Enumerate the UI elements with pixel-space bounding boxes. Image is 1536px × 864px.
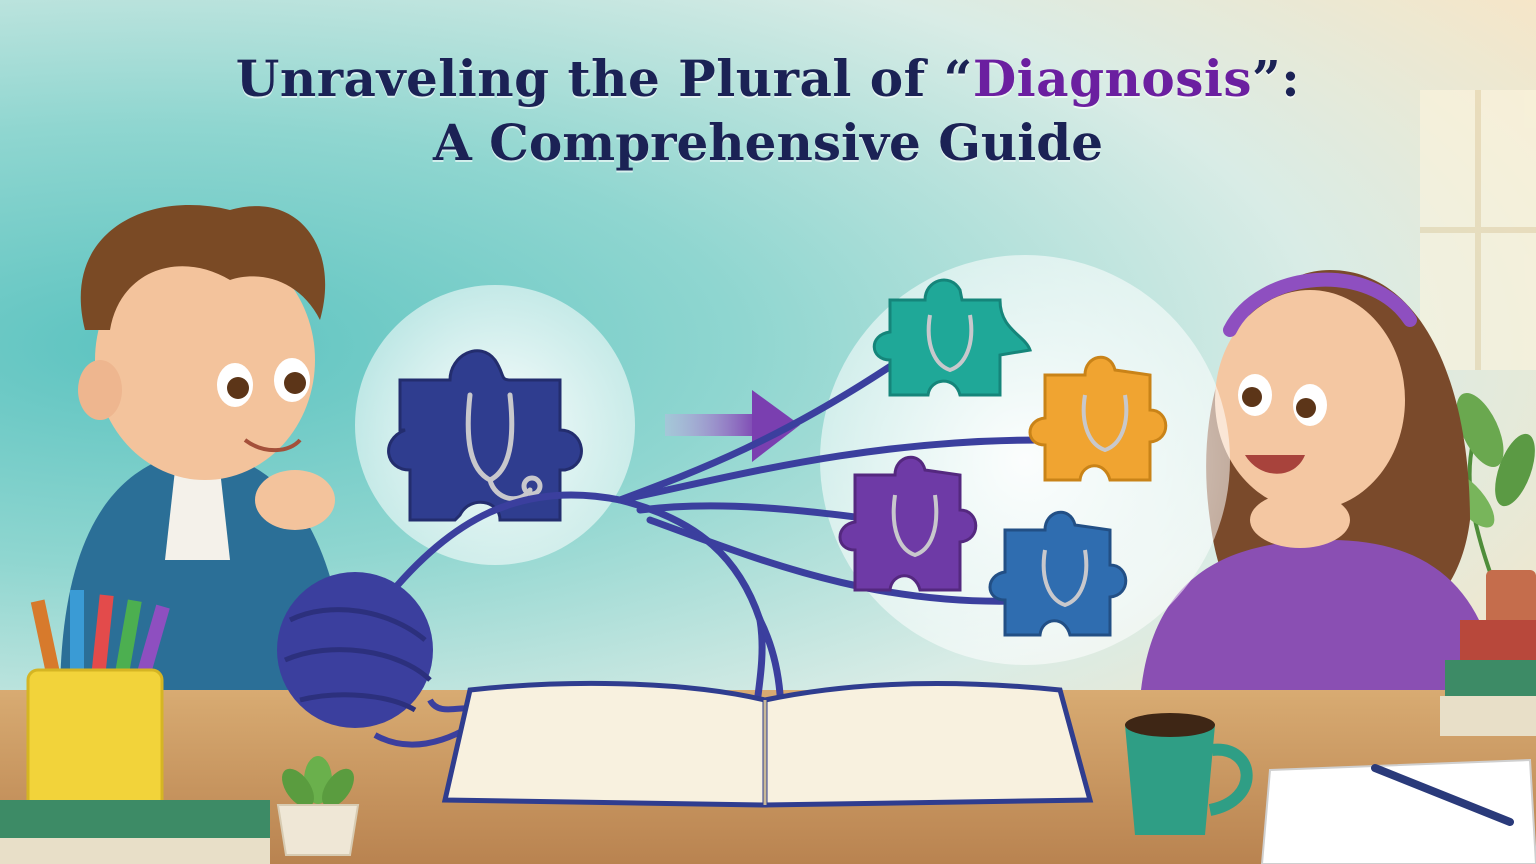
book-stack-left [0, 800, 270, 864]
succulent-plant [276, 756, 360, 856]
headline-line-1: Unraveling the Plural of “Diagnosis”: [0, 50, 1536, 108]
puzzle-piece-orange [1028, 355, 1168, 482]
pencil-cup [26, 590, 170, 812]
headline-suffix: ”: [1252, 49, 1301, 108]
coffee-mug [1125, 713, 1253, 835]
girl-character [1140, 270, 1500, 700]
headline-line-2: A Comprehensive Guide [432, 112, 1104, 172]
arrow-right-icon [665, 390, 800, 462]
window [1420, 90, 1536, 370]
open-book [441, 680, 1094, 808]
headline-accent-word: Diagnosis [972, 49, 1253, 108]
book-stack-right [1440, 620, 1536, 736]
puzzle-piece-teal [872, 278, 1032, 397]
headline: Unraveling the Plural of “Diagnosis”: A … [0, 50, 1536, 171]
single-diagnosis-bubble [355, 285, 635, 565]
headline-prefix: Unraveling the Plural of “ [235, 49, 973, 108]
yarn-ball [277, 572, 496, 748]
stethoscope-icon [465, 392, 543, 502]
puzzle-piece-blue [988, 510, 1128, 637]
notebook-with-pen [1260, 758, 1536, 864]
puzzle-piece-purple [838, 455, 978, 592]
